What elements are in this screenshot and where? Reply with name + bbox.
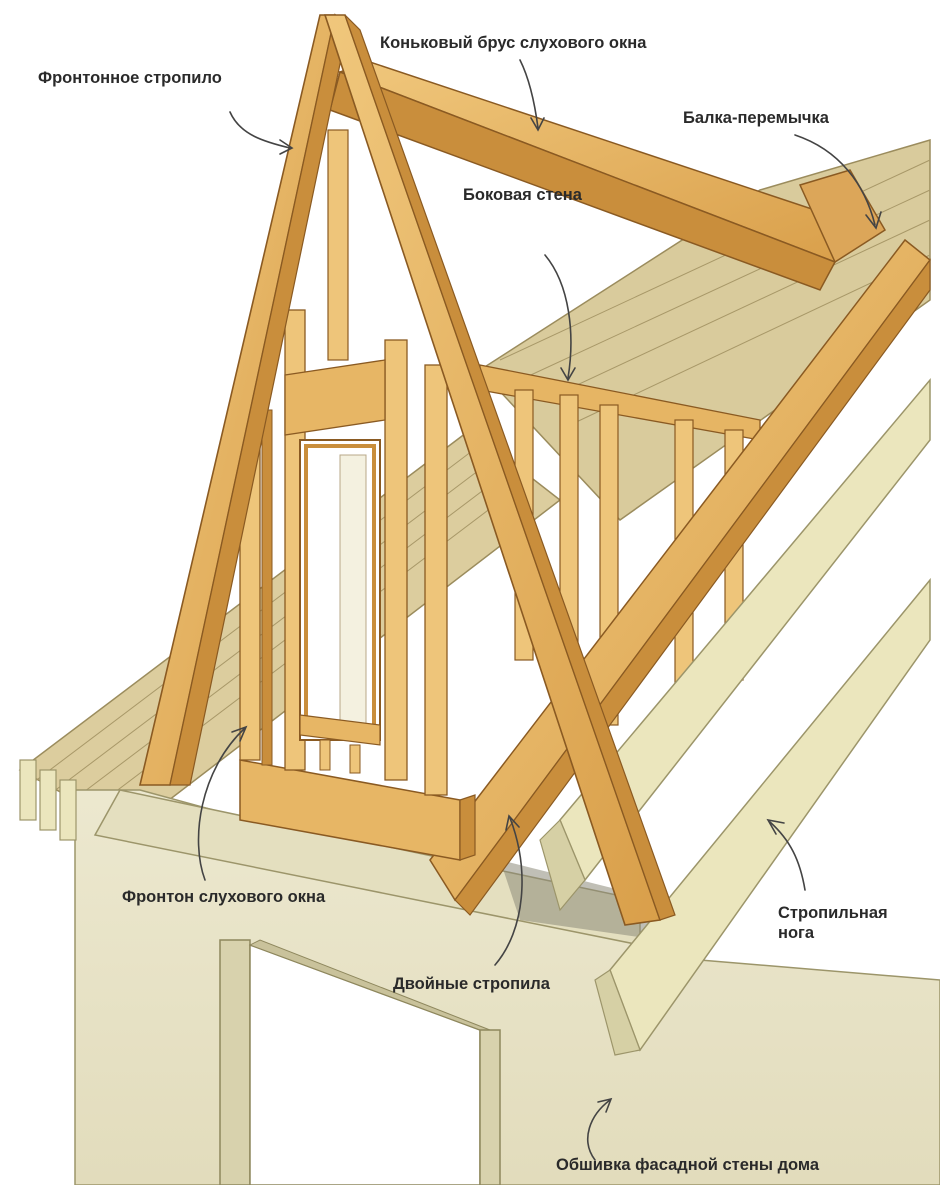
leader-gable-rafter-arrow xyxy=(279,139,294,155)
leader-dormer-gable-arrow xyxy=(231,725,248,742)
gable-rafters xyxy=(138,12,676,926)
leader-lines xyxy=(197,59,882,1161)
label-facade-cladding: Обшивка фасадной стены дома xyxy=(556,1156,820,1174)
leader-double-rafters-arrow xyxy=(505,814,520,831)
leader-side-wall-arrow xyxy=(560,367,576,382)
label-side-wall: Боковая стена xyxy=(463,186,582,204)
leader-rafter-leg xyxy=(769,821,806,891)
leader-ridge-beam-arrow xyxy=(530,117,545,132)
leader-facade-arrow xyxy=(597,1097,613,1113)
common-rafters xyxy=(539,377,931,1056)
leader-dormer-gable xyxy=(197,727,246,881)
label-tie-beam: Балка-перемычка xyxy=(683,109,829,127)
leader-double-rafters xyxy=(494,817,523,966)
dormer-gable xyxy=(239,129,476,861)
leader-ridge-beam xyxy=(519,59,539,129)
facade-wall xyxy=(74,789,940,1186)
label-rafter-leg-line1: Стропильная xyxy=(778,904,888,922)
leader-tie-beam xyxy=(794,134,876,226)
label-ridge-beam: Коньковый брус слухового окна xyxy=(380,34,647,52)
label-rafter-leg: Стропильная нога xyxy=(778,903,928,943)
left-rafter-ends xyxy=(19,759,77,841)
label-gable-rafter: Фронтонное стропило xyxy=(38,69,222,87)
leader-rafter-leg-arrow xyxy=(766,818,785,835)
leader-facade xyxy=(586,1099,611,1161)
leader-side-wall xyxy=(544,254,572,379)
leader-tie-beam-arrow xyxy=(865,211,882,230)
leader-gable-rafter xyxy=(229,111,291,149)
label-dormer-gable: Фронтон слухового окна xyxy=(122,888,326,906)
label-rafter-leg-line2: нога xyxy=(778,924,815,942)
label-double-rafters: Двойные стропила xyxy=(393,975,550,993)
